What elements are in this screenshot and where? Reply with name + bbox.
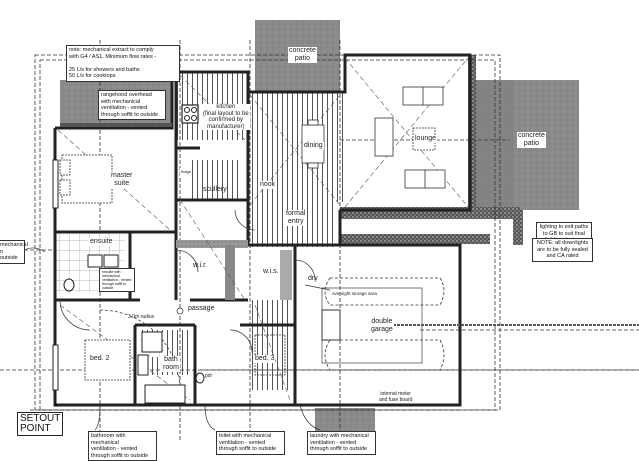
ensuite-label: ensuite	[89, 238, 114, 246]
lounge-label: lounge	[414, 135, 438, 143]
mechanical-extract-note: note: mechanical extract to comply with …	[66, 45, 180, 82]
bed2-label: bed. 2	[90, 355, 110, 362]
fridge-label: fridge	[180, 168, 193, 176]
concrete-patio-top-label: concrete patio	[288, 47, 317, 63]
setout-point-label: SETOUT POINT	[17, 412, 64, 436]
nook-label: nook	[259, 181, 277, 189]
passage-label: passage	[188, 305, 215, 312]
rangehood-note: rangehood overhead with mechanical venti…	[98, 90, 166, 120]
ensuite-ventilation-note: ensuite with mechanical ventilation - ve…	[99, 268, 135, 292]
formal-entry-label: formal entry	[286, 210, 306, 226]
dry-label: dry	[308, 275, 318, 282]
kitchen-label: kitchen (final layout to be confirmed by…	[202, 104, 250, 130]
bathroom-label: bath room	[162, 356, 180, 372]
wis-label: w.i.s.	[263, 268, 279, 275]
overnight-storage-label: overnight storage area	[332, 291, 378, 296]
laundry-ventilation-note: laundry with mechanical ventilation - ve…	[307, 431, 376, 455]
toilet-ventilation-note: toilet with mechanical ventilation - ven…	[216, 431, 285, 455]
double-garage-label: double garage	[370, 318, 394, 334]
dining-label: dining	[303, 142, 324, 150]
radius-label: 3.0m radius	[128, 314, 155, 320]
bed3-label: bed. 3	[254, 355, 276, 363]
internal-meter-label: internal meter and fuse board	[378, 391, 414, 403]
concrete-patio-right-label: concrete patio	[517, 132, 546, 148]
left-ventilation-note: mechanical n outside	[0, 240, 28, 264]
wir-label: w.i.r.	[193, 262, 208, 269]
scullery-label: scullery	[203, 186, 227, 193]
master-suite-label: master suite	[110, 172, 134, 188]
downlights-note: NOTE: all downlights are to be fully sea…	[532, 238, 593, 262]
bathroom-ventilation-note: bathroom with mechanical ventilation - v…	[88, 431, 157, 461]
powder-label: pdr	[205, 373, 213, 379]
